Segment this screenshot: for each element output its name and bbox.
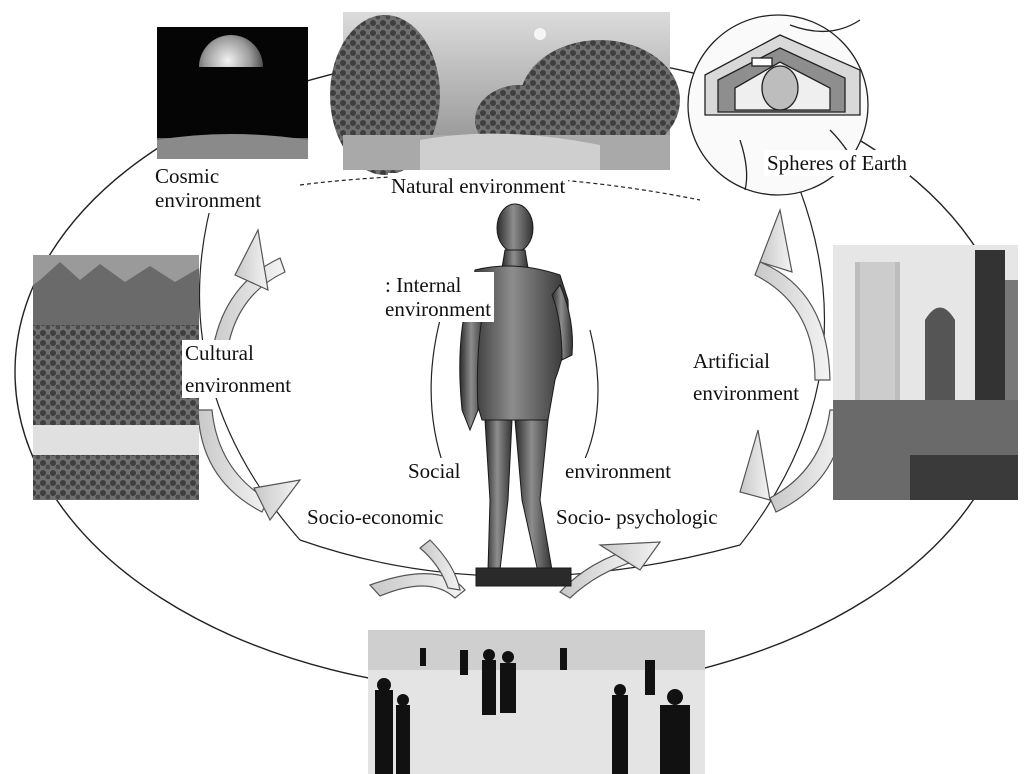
natural-label: Natural environment: [388, 173, 568, 199]
statue-right-leg: [515, 420, 552, 572]
cultural-label-line2: environment: [185, 373, 291, 397]
internal-label-line1: : Internal: [385, 273, 491, 297]
artificial-label: Artificial environment: [690, 348, 802, 406]
cosmic-label-line2: environment: [155, 188, 261, 212]
natural-picture: [330, 12, 680, 175]
artificial-label-line1: Artificial: [693, 349, 799, 373]
statue-pedestal: [476, 568, 571, 586]
statue-head: [497, 204, 533, 252]
cultural-label-line1: Cultural: [185, 341, 291, 365]
cultural-label: Cultural environment: [182, 340, 294, 398]
internal-label: : Internal environment: [382, 272, 494, 322]
arrowhead-left-lower: [254, 480, 300, 520]
cosmic-label: Cosmic environment: [152, 163, 264, 213]
arrow-left-lower: [198, 410, 268, 512]
cosmic-picture: [157, 27, 308, 159]
internal-arc-right: [580, 330, 598, 470]
internal-label-line2: environment: [385, 297, 491, 321]
socio-psychologic-label: Socio- psychologic: [553, 504, 721, 530]
arrowhead-right-lower: [740, 430, 770, 500]
arrowhead-right-upper: [760, 210, 792, 272]
spheres-label: Spheres of Earth: [764, 150, 910, 176]
social-label: Social: [405, 458, 464, 484]
statue-neck: [502, 250, 528, 268]
artificial-picture: [833, 245, 1018, 500]
arrowhead-left-upper: [235, 230, 268, 290]
social-environment-label: environment: [562, 458, 674, 484]
cosmic-label-line1: Cosmic: [155, 164, 261, 188]
cultural-picture: [33, 255, 199, 500]
internal-arc-left: [431, 320, 445, 470]
artificial-label-line2: environment: [693, 381, 799, 405]
socio-economic-label: Socio-economic: [304, 504, 446, 530]
crowd-picture: [368, 630, 705, 774]
statue-left-leg: [485, 420, 512, 570]
